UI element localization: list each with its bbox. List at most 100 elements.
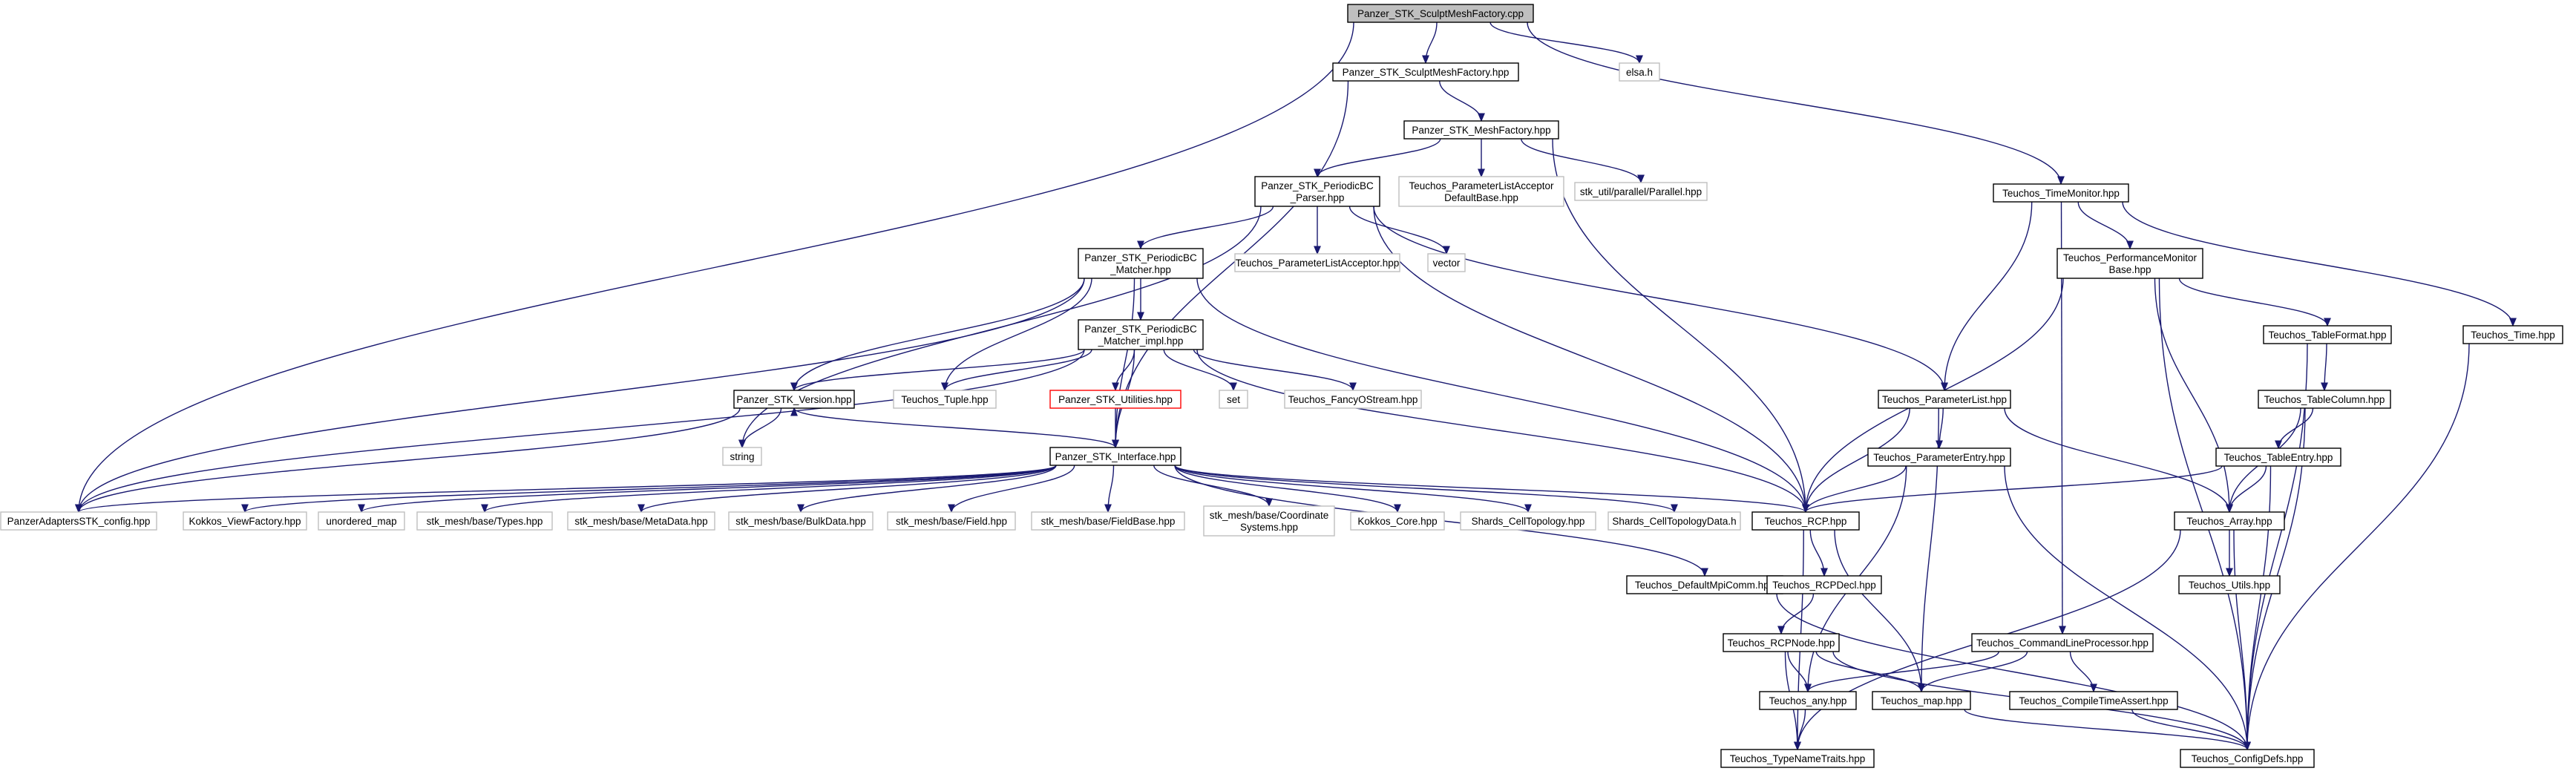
node-label: Teuchos_ParameterEntry.hpp bbox=[1873, 452, 2005, 463]
edge-line bbox=[1140, 206, 1274, 249]
edge-line bbox=[1921, 651, 2028, 692]
edge-arrowhead bbox=[2275, 440, 2282, 450]
node-box bbox=[1350, 511, 1445, 531]
edge-line bbox=[1805, 465, 1907, 513]
edge-line bbox=[78, 278, 1085, 513]
node-box bbox=[2056, 248, 2203, 279]
node-teuchos-rcpnode-hpp[interactable]: Teuchos_RCPNode.hpp bbox=[1723, 633, 1840, 652]
node-box bbox=[1403, 120, 1559, 140]
node-teuchos-array-hpp[interactable]: Teuchos_Array.hpp bbox=[2174, 511, 2285, 531]
node-panzer-stk-version-hpp[interactable]: Panzer_STK_Version.hpp bbox=[733, 390, 855, 409]
edge-arrowhead bbox=[790, 382, 798, 392]
node-label: Teuchos_TableEntry.hpp bbox=[2224, 452, 2333, 463]
edge-arrowhead bbox=[1230, 382, 1237, 392]
node-teuchos-fancyostream-hpp: Teuchos_FancyOStream.hpp bbox=[1284, 390, 1422, 409]
edge-n20-to-n24 bbox=[1936, 407, 1944, 450]
edge-line bbox=[1552, 138, 1806, 513]
node-panzer-stk-periodicbc-parser-hpp[interactable]: Panzer_STK_PeriodicBC_Parser.hpp bbox=[1254, 176, 1380, 207]
edge-line bbox=[1196, 349, 1806, 513]
node-label: Teuchos_CompileTimeAssert.hpp bbox=[2019, 695, 2168, 706]
node-label: stk_mesh/base/Coordinate bbox=[1210, 510, 1329, 521]
node-label: Shards_CellTopology.hpp bbox=[1472, 516, 1585, 527]
node-panzer-stk-periodicbc-matcher-impl-hpp[interactable]: Panzer_STK_PeriodicBC_Matcher_impl.hpp bbox=[1078, 319, 1204, 350]
edge-n3-to-n6 bbox=[1521, 138, 1645, 184]
node-panzer-stk-meshfactory-hpp[interactable]: Panzer_STK_MeshFactory.hpp bbox=[1403, 120, 1559, 140]
node-panzer-stk-periodicbc-matcher-hpp[interactable]: Panzer_STK_PeriodicBC_Matcher.hpp bbox=[1078, 248, 1204, 279]
edge-n23-to-n29 bbox=[481, 465, 1057, 514]
edge-arrowhead bbox=[2226, 504, 2233, 514]
node-label: stk_mesh/base/BulkData.hpp bbox=[735, 516, 866, 527]
node-box bbox=[1619, 62, 1660, 82]
node-box bbox=[1049, 390, 1182, 409]
node-teuchos-time-hpp[interactable]: Teuchos_Time.hpp bbox=[2462, 325, 2563, 344]
node-box bbox=[1723, 633, 1840, 652]
edge-arrowhead bbox=[1137, 312, 1144, 321]
node-teuchos-tableentry-hpp[interactable]: Teuchos_TableEntry.hpp bbox=[2215, 447, 2341, 467]
node-teuchos-rcpdecl-hpp[interactable]: Teuchos_RCPDecl.hpp bbox=[1766, 575, 1882, 594]
edge-line bbox=[2004, 465, 2248, 750]
edge-n41-to-n49 bbox=[1776, 593, 2251, 751]
edge-line bbox=[800, 465, 1057, 513]
edge-arrowhead bbox=[797, 504, 804, 514]
edge-line bbox=[2069, 651, 2094, 692]
edge-line bbox=[1776, 593, 2248, 750]
node-panzeradaptersstk-config-hpp: PanzerAdaptersSTK_config.hpp bbox=[0, 511, 157, 531]
edge-arrowhead bbox=[481, 504, 488, 514]
node-teuchos-compiletimeassert-hpp[interactable]: Teuchos_CompileTimeAssert.hpp bbox=[2009, 691, 2178, 710]
node-panzer-stk-utilities-hpp[interactable]: Panzer_STK_Utilities.hpp bbox=[1049, 390, 1182, 409]
node-panzer-stk-sculptmeshfactory-cpp[interactable]: Panzer_STK_SculptMeshFactory.cpp bbox=[1347, 4, 1534, 23]
edge-line bbox=[78, 407, 741, 513]
node-teuchos-typenametraits-hpp[interactable]: Teuchos_TypeNameTraits.hpp bbox=[1720, 749, 1875, 768]
node-box bbox=[2258, 390, 2391, 409]
node-elsa-h: elsa.h bbox=[1619, 62, 1660, 82]
node-teuchos-rcp-hpp[interactable]: Teuchos_RCP.hpp bbox=[1751, 511, 1860, 531]
node-panzer-stk-sculptmeshfactory-hpp[interactable]: Panzer_STK_SculptMeshFactory.hpp bbox=[1332, 62, 1519, 82]
edge-arrowhead bbox=[1802, 504, 1809, 514]
node-box bbox=[318, 511, 405, 531]
node-teuchos-utils-hpp[interactable]: Teuchos_Utils.hpp bbox=[2178, 575, 2281, 594]
edge-line bbox=[484, 465, 1057, 513]
node-box bbox=[1049, 447, 1182, 466]
edge-line bbox=[2122, 201, 2514, 327]
node-teuchos-parameterlistacceptor-hpp: Teuchos_ParameterListAcceptor.hpp bbox=[1234, 253, 1400, 272]
node-box bbox=[733, 390, 855, 409]
node-panzer-stk-interface-hpp[interactable]: Panzer_STK_Interface.hpp bbox=[1049, 447, 1182, 466]
node-label: Teuchos_DefaultMpiComm.hpp bbox=[1635, 580, 1774, 591]
node-box bbox=[567, 511, 715, 531]
edge-n0-to-n1 bbox=[1422, 22, 1438, 65]
node-teuchos-configdefs-hpp[interactable]: Teuchos_ConfigDefs.hpp bbox=[2180, 749, 2315, 768]
edge-n7-to-n14 bbox=[2122, 201, 2517, 327]
node-teuchos-map-hpp[interactable]: Teuchos_map.hpp bbox=[1872, 691, 1971, 710]
node-label: Teuchos_map.hpp bbox=[1881, 695, 1962, 706]
node-teuchos-commandlineprocessor-hpp[interactable]: Teuchos_CommandLineProcessor.hpp bbox=[1971, 633, 2154, 652]
node-label: Panzer_STK_Interface.hpp bbox=[1055, 451, 1176, 462]
node-box bbox=[1971, 633, 2154, 652]
node-teuchos-tableformat-hpp[interactable]: Teuchos_TableFormat.hpp bbox=[2263, 325, 2392, 344]
node-teuchos-timemonitor-hpp[interactable]: Teuchos_TimeMonitor.hpp bbox=[1993, 183, 2129, 203]
node-label: Panzer_STK_Version.hpp bbox=[736, 394, 851, 405]
edge-arrowhead bbox=[1636, 55, 1643, 65]
node-teuchos-defaultmpicomm-hpp[interactable]: Teuchos_DefaultMpiComm.hpp bbox=[1626, 575, 1783, 594]
edge-n23-to-n33 bbox=[1104, 465, 1115, 514]
node-teuchos-parameterlistacceptordefaultbase-hpp: Teuchos_ParameterListAcceptorDefaultBase… bbox=[1398, 176, 1564, 207]
node-box bbox=[1031, 511, 1185, 531]
edge-arrowhead bbox=[1936, 440, 1943, 450]
node-box bbox=[2009, 691, 2178, 710]
edge-line bbox=[1834, 529, 1922, 692]
node-box bbox=[1398, 176, 1564, 207]
edge-line bbox=[2178, 278, 2328, 327]
edge-arrowhead bbox=[2090, 683, 2097, 693]
node-box bbox=[1203, 505, 1335, 537]
edge-n8-to-n16 bbox=[941, 278, 1092, 392]
node-label: Teuchos_ParameterList.hpp bbox=[1882, 394, 2007, 405]
edge-line bbox=[951, 465, 1075, 513]
node-box bbox=[2178, 575, 2281, 594]
edge-n45-to-n48 bbox=[1794, 709, 1806, 751]
node-teuchos-parameterlist-hpp[interactable]: Teuchos_ParameterList.hpp bbox=[1878, 390, 2011, 409]
node-teuchos-any-hpp[interactable]: Teuchos_any.hpp bbox=[1759, 691, 1857, 710]
edge-n12-to-n18 bbox=[1163, 349, 1237, 392]
node-teuchos-parameterentry-hpp[interactable]: Teuchos_ParameterEntry.hpp bbox=[1867, 447, 2011, 467]
node-box bbox=[2215, 447, 2341, 467]
node-teuchos-tablecolumn-hpp[interactable]: Teuchos_TableColumn.hpp bbox=[2258, 390, 2391, 409]
